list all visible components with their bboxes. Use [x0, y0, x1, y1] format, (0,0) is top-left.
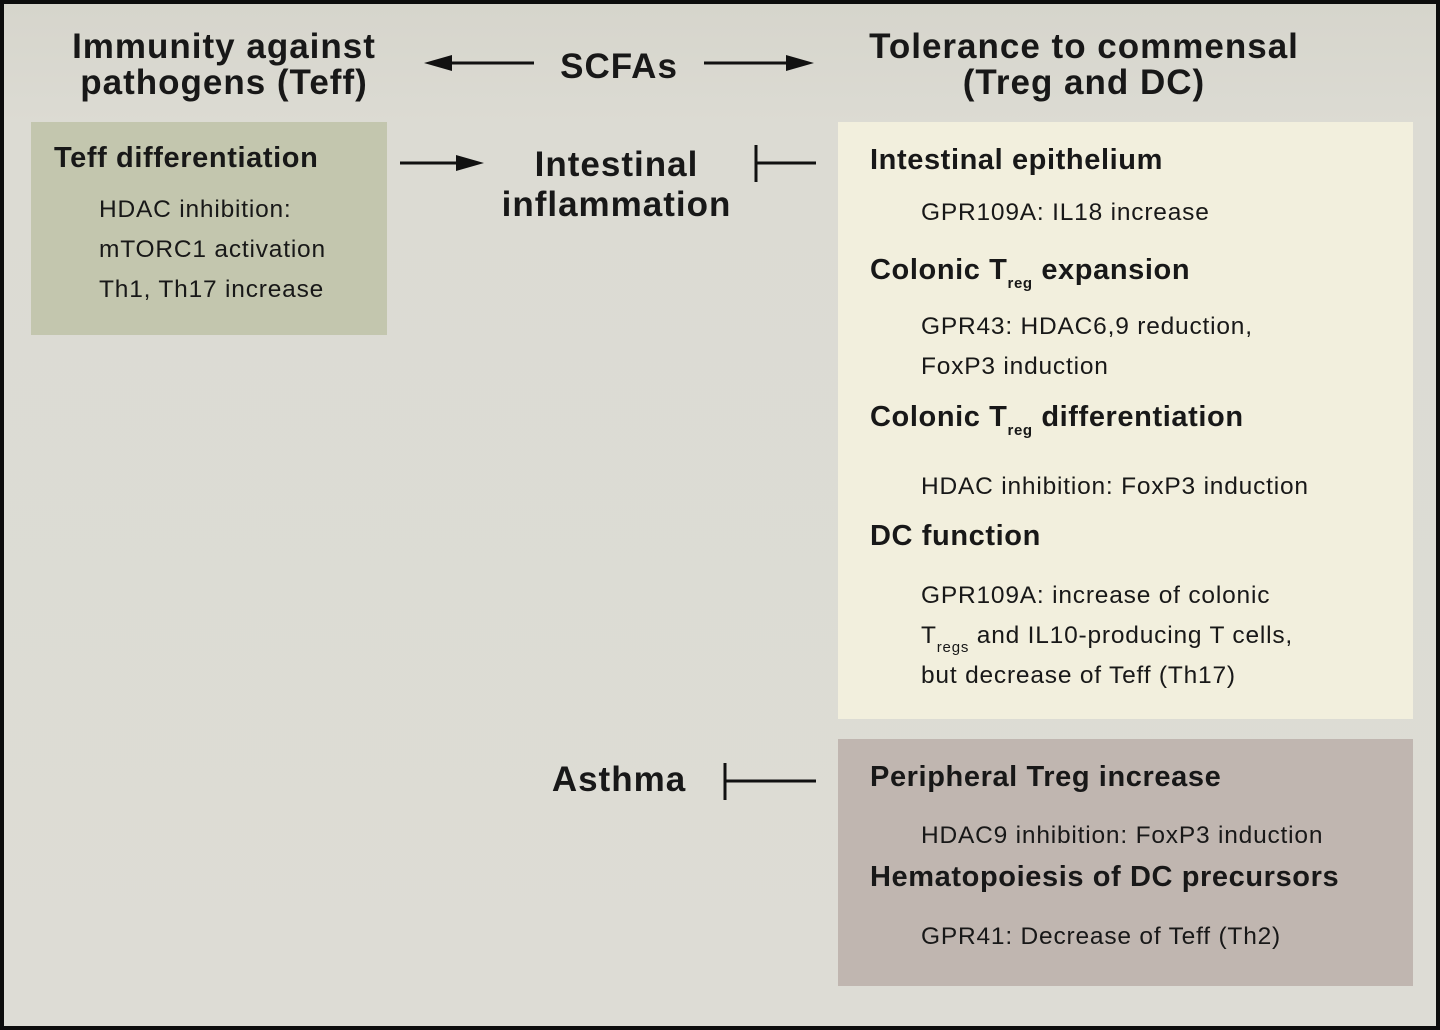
section-line: GPR43: HDAC6,9 reduction,: [921, 313, 1253, 340]
teff-to-inflammation-arrowhead: [456, 155, 484, 171]
right-header: Tolerance to commensal (Treg and DC): [849, 29, 1319, 101]
title-text: expansion: [1032, 254, 1191, 286]
scfas-right-arrowhead: [786, 55, 814, 71]
line-text: and IL10-producing T cells,: [969, 622, 1294, 649]
line-text: T: [921, 622, 937, 649]
section-line: FoxP3 induction: [921, 353, 1109, 380]
inflammation-line1: Intestinal: [534, 145, 699, 184]
scfas-left-arrowhead: [424, 55, 452, 71]
left-header-line1: Immunity against: [72, 27, 376, 66]
section-title-colonic-treg-differentiation: Colonic Treg differentiation: [870, 401, 1244, 438]
tolerance-mechanisms-box: Intestinal epithelium GPR109A: IL18 incr…: [838, 122, 1413, 719]
title-text: Colonic T: [870, 401, 1008, 433]
peripheral-mechanisms-box: Peripheral Treg increase HDAC9 inhibitio…: [838, 739, 1413, 986]
inflammation-line2: inflammation: [501, 185, 732, 224]
section-line: HDAC inhibition: FoxP3 induction: [921, 473, 1309, 500]
section-line: but decrease of Teff (Th17): [921, 662, 1236, 689]
teff-box-line: Th1, Th17 increase: [99, 276, 325, 303]
section-title-dc-function: DC function: [870, 520, 1041, 552]
teff-differentiation-box: Teff differentiation HDAC inhibition: mT…: [31, 122, 387, 335]
right-header-line1: Tolerance to commensal: [869, 27, 1299, 66]
title-text: Colonic T: [870, 254, 1008, 286]
section-line: GPR41: Decrease of Teff (Th2): [921, 923, 1282, 950]
left-header: Immunity against pathogens (Teff): [44, 29, 404, 101]
section-line: HDAC9 inhibition: FoxP3 induction: [921, 822, 1324, 849]
section-title-peripheral-treg: Peripheral Treg increase: [870, 761, 1222, 793]
section-line: GPR109A: IL18 increase: [921, 199, 1210, 226]
title-subscript: reg: [1007, 422, 1033, 439]
asthma-label: Asthma: [551, 760, 687, 799]
section-title-intestinal-epithelium: Intestinal epithelium: [870, 144, 1163, 176]
teff-box-line: mTORC1 activation: [99, 236, 326, 263]
section-title-hematopoiesis: Hematopoiesis of DC precursors: [870, 861, 1340, 893]
connector-arrows: [400, 55, 816, 800]
teff-box-line: HDAC inhibition:: [99, 196, 292, 223]
title-text: differentiation: [1032, 401, 1244, 433]
title-subscript: reg: [1007, 275, 1033, 292]
scfas-title: SCFAs: [560, 47, 678, 86]
section-line: GPR109A: increase of colonic: [921, 582, 1271, 609]
teff-box-title: Teff differentiation: [54, 142, 319, 174]
left-header-line2: pathogens (Teff): [80, 63, 368, 102]
intestinal-inflammation-label: Intestinal inflammation: [474, 145, 759, 225]
section-line: Tregs and IL10-producing T cells,: [921, 622, 1294, 655]
line-subscript: regs: [936, 639, 970, 656]
section-title-colonic-treg-expansion: Colonic Treg expansion: [870, 254, 1191, 291]
right-header-line2: (Treg and DC): [962, 63, 1206, 102]
